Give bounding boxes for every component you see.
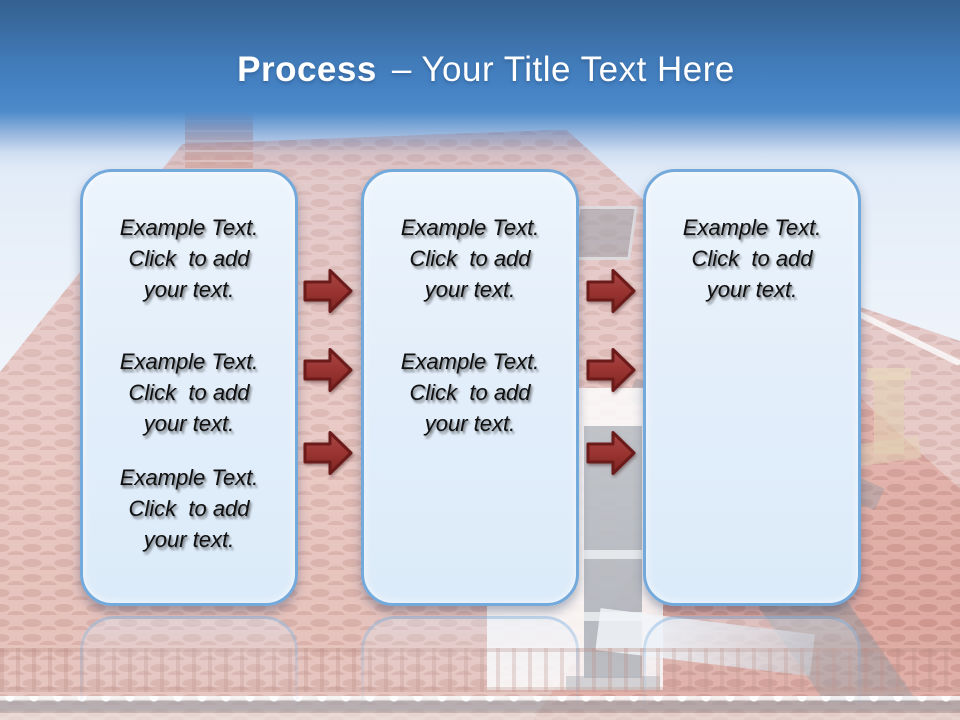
box-reflection xyxy=(361,616,579,720)
text-placeholder[interactable]: Example Text. Click to add your text. xyxy=(400,349,540,436)
right-arrow-icon[interactable] xyxy=(586,347,636,393)
box-reflection xyxy=(80,616,298,720)
text-placeholder[interactable]: Example Text. Click to add your text. xyxy=(400,215,540,302)
header-band: Process – Your Title Text Here xyxy=(0,0,960,168)
right-arrow-icon[interactable] xyxy=(303,347,353,393)
text-placeholder[interactable]: Example Text. Click to add your text. xyxy=(119,465,259,552)
box-reflection xyxy=(643,616,861,720)
process-box-2[interactable]: Example Text. Click to add your text. Ex… xyxy=(361,169,579,606)
title-emphasis: Process xyxy=(237,50,377,89)
text-placeholder[interactable]: Example Text. Click to add your text. xyxy=(119,349,259,436)
right-arrow-icon[interactable] xyxy=(303,268,353,314)
title-rest: – Your Title Text Here xyxy=(391,50,735,89)
text-placeholder[interactable]: Example Text. Click to add your text. xyxy=(682,215,822,302)
process-box-1[interactable]: Example Text. Click to add your text. Ex… xyxy=(80,169,298,606)
process-box-3[interactable]: Example Text. Click to add your text. xyxy=(643,169,861,606)
right-arrow-icon[interactable] xyxy=(303,430,353,476)
slide-title[interactable]: Process – Your Title Text Here xyxy=(0,50,960,90)
text-placeholder[interactable]: Example Text. Click to add your text. xyxy=(119,215,259,302)
right-arrow-icon[interactable] xyxy=(586,268,636,314)
right-arrow-icon[interactable] xyxy=(586,430,636,476)
